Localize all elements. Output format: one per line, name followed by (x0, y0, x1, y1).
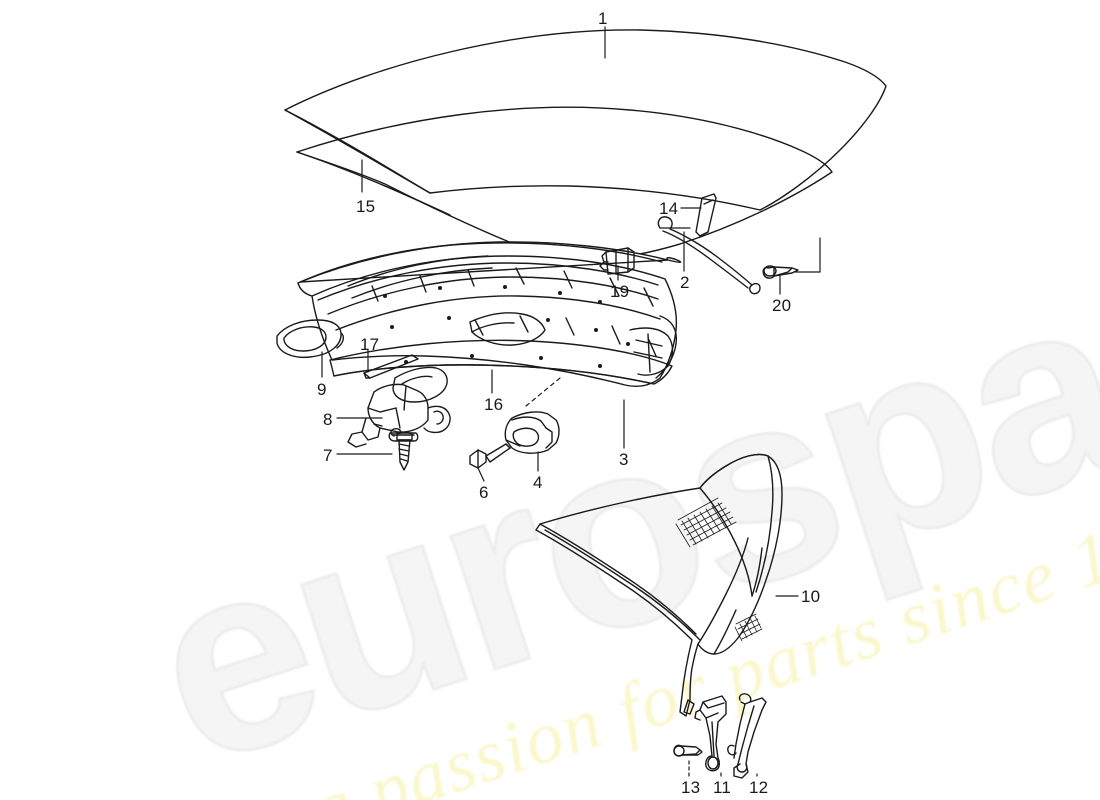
part-6-bolt (469, 443, 511, 469)
part-11-lever (694, 695, 727, 772)
part-3-roof-frame (297, 241, 682, 387)
part-4-striker (504, 411, 560, 454)
callout-7: 7 (323, 446, 333, 465)
callout-4: 4 (533, 473, 543, 492)
part-19-clip (599, 247, 635, 275)
part-15-liner (296, 106, 833, 263)
part-20-rivet (762, 265, 799, 279)
callout-6: 6 (479, 483, 489, 502)
callout-1: 1 (598, 9, 608, 28)
callout-11: 11 (713, 778, 732, 797)
leader-lines (321, 26, 821, 777)
callout-9: 9 (317, 380, 327, 399)
part-9-grommet (276, 319, 345, 359)
part-7-screw (388, 428, 419, 471)
part-13-pin (673, 744, 703, 757)
callout-19: 19 (610, 282, 630, 301)
part-17-seal-strip (363, 354, 419, 379)
callout-14: 14 (659, 199, 679, 218)
part-12-link (727, 693, 767, 779)
callout-10: 10 (801, 587, 821, 606)
callout-8: 8 (323, 410, 333, 429)
part-14-strap (695, 193, 717, 237)
part-1-top-cover (284, 29, 887, 211)
part-2-cable (657, 216, 761, 295)
callout-17: 17 (360, 335, 380, 354)
callout-15: 15 (356, 197, 376, 216)
callout-3: 3 (619, 450, 629, 469)
callout-16: 16 (484, 395, 504, 414)
callout-13: 13 (681, 778, 701, 797)
callout-12: 12 (749, 778, 769, 797)
part-8-latch (347, 366, 451, 448)
callout-2: 2 (680, 273, 690, 292)
callout-20: 20 (772, 296, 792, 315)
part-10-headliner (535, 453, 783, 717)
